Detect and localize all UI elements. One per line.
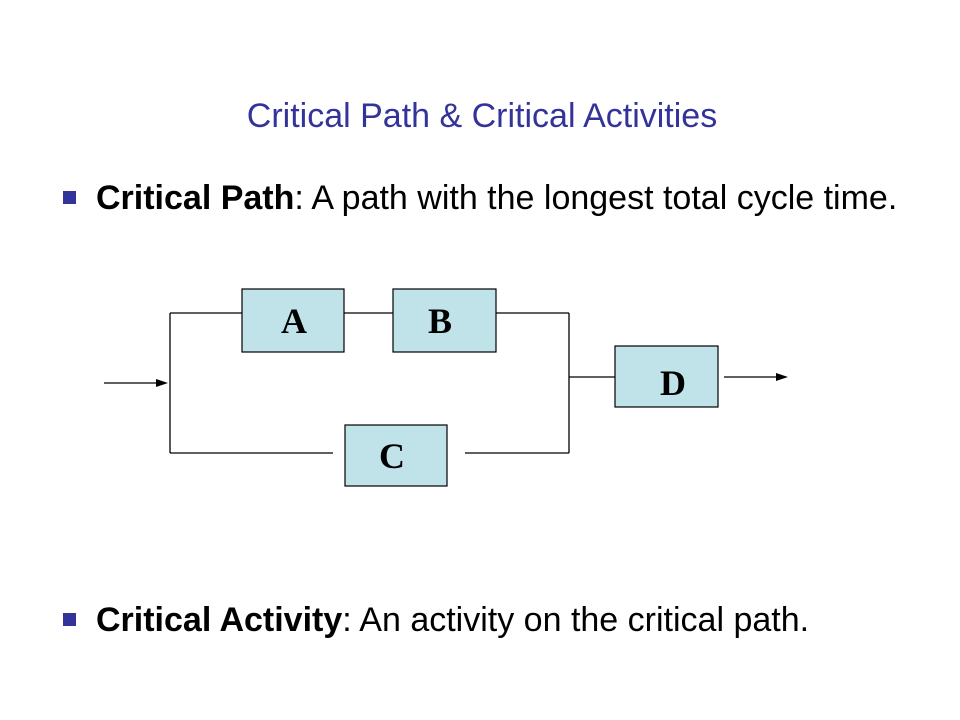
node-a-box: [241, 288, 345, 353]
bullet-critical-path: Critical Path: A path with the longest t…: [63, 174, 923, 222]
bullet-text: Critical Activity: An activity on the cr…: [96, 596, 923, 644]
bullet-definition: : A path with the longest total cycle ti…: [294, 179, 898, 217]
slide-title: Critical Path & Critical Activities: [246, 97, 718, 135]
node-b-label: B: [428, 301, 452, 341]
bullet-term: Critical Activity: [96, 601, 343, 639]
node-b: B: [392, 288, 497, 353]
node-d: D: [614, 345, 719, 408]
input-arrowhead-icon: [156, 379, 168, 387]
square-bullet-icon: [63, 191, 76, 204]
node-c: C: [344, 424, 448, 487]
output-arrowhead-icon: [776, 373, 788, 381]
bullet-definition: : An activity on the critical path.: [342, 601, 810, 639]
node-d-box: [614, 345, 719, 408]
bullet-critical-activity: Critical Activity: An activity on the cr…: [63, 596, 923, 644]
bullet-text: Critical Path: A path with the longest t…: [96, 174, 923, 222]
node-a: A: [241, 288, 345, 353]
node-d-label: D: [660, 363, 686, 403]
node-a-label: A: [281, 301, 307, 341]
node-c-label: C: [379, 436, 405, 476]
bullet-term: Critical Path: [96, 179, 295, 217]
connector-lines: [104, 312, 776, 454]
node-c-box: [344, 424, 448, 487]
node-b-box: [392, 288, 497, 353]
square-bullet-icon: [63, 613, 76, 626]
